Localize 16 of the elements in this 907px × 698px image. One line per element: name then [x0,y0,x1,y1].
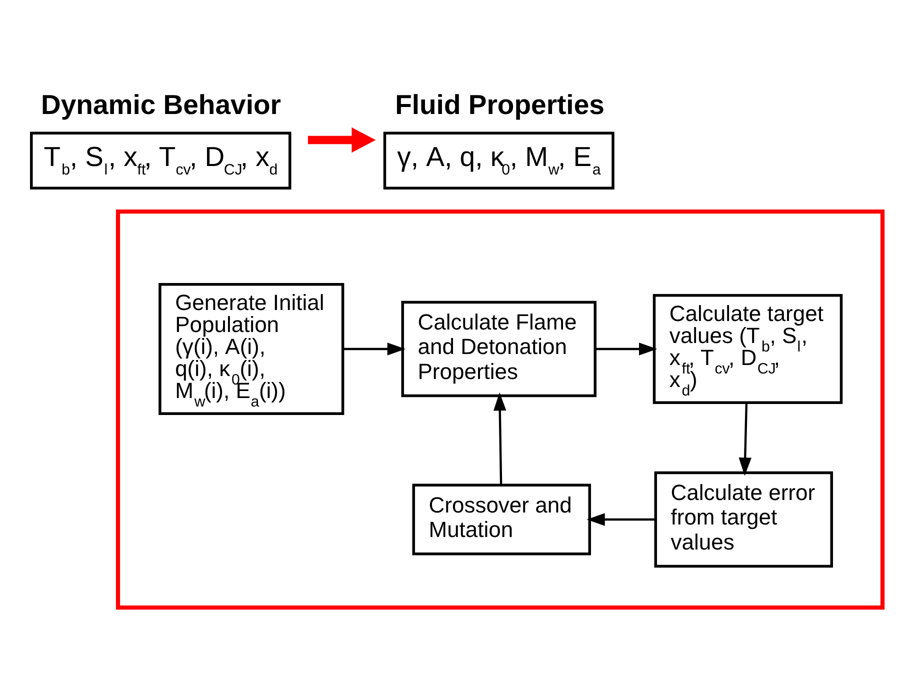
arrow [586,513,656,526]
node-box: Generate Initial Population (γ(i), A(i), q(i), κ$_{0}$(i), M$_{w}$(i), E$_{a}$(i)) [158,283,344,415]
node-label: Fluid Properties [395,88,604,120]
arrow [738,402,752,476]
node-box: γ, A, q, κ$_{0}$, M$_{w}$, E$_{a}$ [383,132,614,190]
node-box: Crossover and Mutation [412,484,591,556]
node-box: Calculate Flame and Detonation Properties [401,300,596,398]
arrow [494,392,506,485]
arrow [343,342,406,356]
node-box: Calculate target values (T$_{b}$, S$_{l}$, x$_{ft}$, T$_{cv}$, D$_{CJ}$, x$_{d}$) [652,294,843,404]
node-box: Calculate error from target values [654,471,833,568]
node-label: Dynamic Behavior [41,88,281,120]
node-box: T$_{b}$, S$_{l}$, x$_{ft}$, T$_{cv}$, D$_{CJ}$, x$_{d}$ [30,132,292,190]
cluster [116,209,885,610]
arrow [596,342,658,356]
arrow [308,127,376,153]
